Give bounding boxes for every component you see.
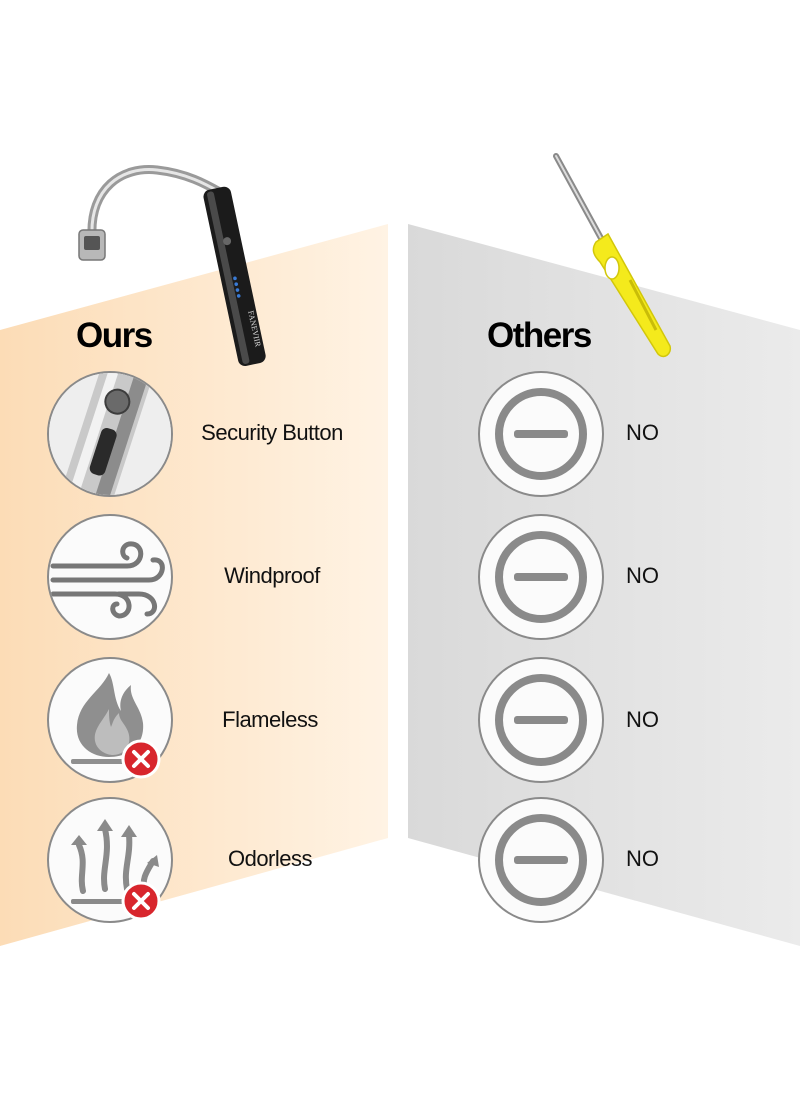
others-icon-circle [478,657,604,783]
minus-circle-icon [495,388,587,480]
security-button-icon [49,373,171,495]
electric-lighter-image: FANEVIIR [78,165,266,367]
minus-circle-icon [495,814,587,906]
others-icon-circle [478,797,604,923]
minus-circle-icon [495,674,587,766]
others-row-label: NO [626,420,659,445]
x-badge-icon [121,881,161,921]
others-icon-circle [478,514,604,640]
minus-circle-icon [495,531,587,623]
others-row-label: NO [626,846,659,871]
others-row-label: NO [626,707,659,732]
wind-icon [50,541,165,619]
others-row-label: NO [626,563,659,588]
feature-icon-circle [47,514,173,640]
feature-icon-circle [47,797,173,923]
feature-label: Windproof [224,563,320,588]
flame-icon [71,673,151,764]
feature-label: Flameless [222,707,318,732]
feature-label: Odorless [227,846,313,871]
others-icon-circle [478,371,604,497]
others-heading: Others [487,316,592,355]
generic-lighter-image [553,153,672,358]
feature-label: Security Button [201,420,343,445]
ours-heading: Ours [76,316,153,355]
x-badge-icon [121,739,161,779]
feature-icon-circle [47,371,173,497]
